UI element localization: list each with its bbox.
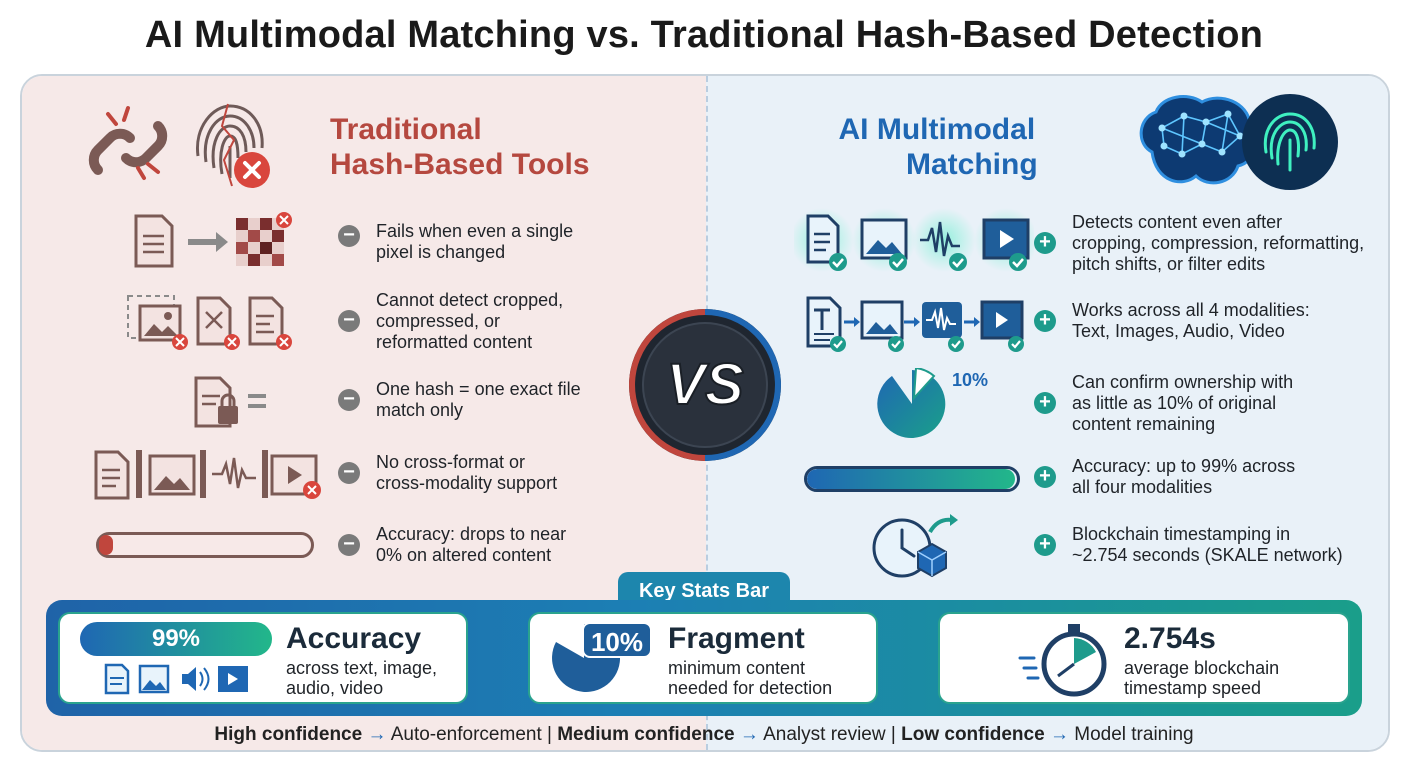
document-to-pixelated-icon — [134, 212, 292, 268]
low-accuracy-bar — [96, 532, 314, 558]
cropped-compressed-files-icon — [127, 295, 292, 350]
right-item-2: + Works across all 4 modalities:Text, Im… — [1034, 300, 1310, 342]
pie-fragment-label: 10% — [952, 370, 989, 390]
page-title: AI Multimodal Matching vs. Traditional H… — [144, 14, 1264, 56]
plus-icon: + — [1034, 310, 1056, 332]
broken-fingerprint-icon — [196, 103, 270, 188]
vs-badge: VS — [629, 309, 781, 461]
minus-icon: − — [338, 534, 360, 556]
glowing-modality-icons — [794, 208, 1034, 272]
low-accuracy-fill — [99, 535, 113, 555]
right-panel-title: AI Multimodal Matching — [838, 113, 1038, 181]
minus-icon: − — [338, 389, 360, 411]
modality-mini-icons — [104, 663, 248, 695]
timestamp-head: 2.754s — [1124, 622, 1216, 655]
accuracy-head: Accuracy — [286, 622, 422, 655]
plus-icon: + — [1034, 232, 1056, 254]
fragment-pie-icon — [877, 368, 946, 438]
high-accuracy-fill — [807, 469, 1015, 489]
confidence-legend: High confidence → Auto-enforcement | Med… — [214, 724, 1194, 745]
stat-card-accuracy: 99% Accuracy across text, image,audio, v… — [58, 612, 468, 704]
broken-link-icon — [88, 106, 168, 180]
modality-pipeline-icons — [806, 296, 1024, 352]
plus-icon: + — [1034, 534, 1056, 556]
vs-label: VS — [666, 352, 744, 417]
blockchain-clock-icon — [872, 514, 958, 578]
left-panel-title: Traditional Hash-Based Tools — [330, 113, 590, 181]
plus-icon: + — [1034, 392, 1056, 414]
multi-format-files-icon — [94, 450, 321, 500]
locked-file-hash-icon — [194, 376, 266, 428]
right-item-5: + Blockchain timestamping in~2.754 secon… — [1034, 524, 1343, 566]
fragment-badge: 10% — [582, 622, 652, 658]
digital-fingerprint-icon — [1242, 94, 1338, 190]
plus-icon: + — [1034, 466, 1056, 488]
high-accuracy-bar — [804, 466, 1020, 492]
minus-icon: − — [338, 310, 360, 332]
fragment-head: Fragment — [668, 622, 805, 655]
accuracy-sub: across text, image,audio, video — [286, 658, 438, 698]
accuracy-badge: 99% — [80, 622, 272, 656]
stopwatch-icon — [1018, 624, 1107, 697]
minus-icon: − — [338, 225, 360, 247]
minus-icon: − — [338, 462, 360, 484]
